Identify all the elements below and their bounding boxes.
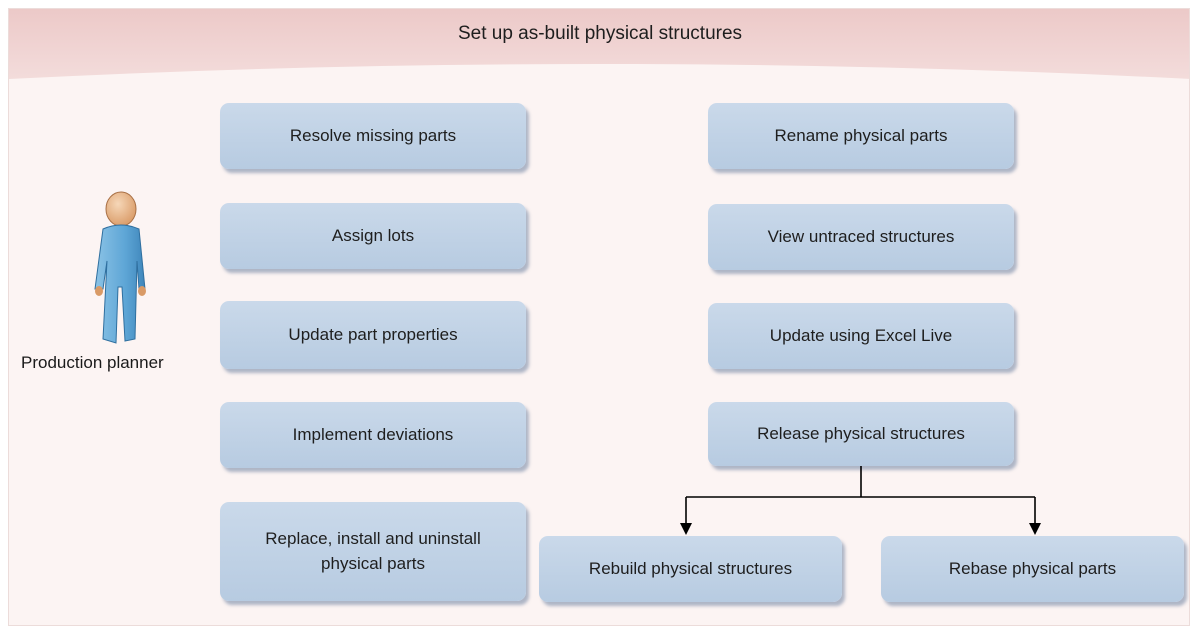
task-label: Rename physical parts: [774, 125, 948, 145]
task-label: Resolve missing parts: [289, 125, 457, 145]
branch-connectors: [680, 466, 1041, 535]
task-update-using-excel-live[interactable]: Update using Excel Live: [708, 303, 1014, 369]
task-label: Assign lots: [331, 225, 415, 245]
task-label: Update using Excel Live: [769, 325, 953, 345]
task-implement-deviations[interactable]: Implement deviations: [220, 402, 526, 468]
task-label: Release physical structures: [757, 423, 965, 443]
task-resolve-missing-parts[interactable]: Resolve missing parts: [220, 103, 526, 169]
diagram-title: Set up as-built physical structures: [457, 23, 743, 44]
task-rename-physical-parts[interactable]: Rename physical parts: [708, 103, 1014, 169]
task-view-untraced-structures[interactable]: View untraced structures: [708, 204, 1014, 270]
task-label: Update part properties: [288, 324, 458, 344]
task-rebase-physical-parts[interactable]: Rebase physical parts: [881, 536, 1184, 602]
actor-label: Production planner: [21, 353, 164, 372]
diagram-frame: Set up as-built physical structures Prod…: [8, 8, 1190, 626]
task-label: Rebase physical parts: [948, 558, 1117, 578]
task-update-part-properties[interactable]: Update part properties: [220, 301, 526, 369]
task-rebuild-physical-structures[interactable]: Rebuild physical structures: [539, 536, 842, 602]
person-icon: [85, 189, 155, 349]
task-release-physical-structures[interactable]: Release physical structures: [708, 402, 1014, 466]
task-replace-install-uninstall[interactable]: Replace, install and uninstall physical …: [220, 502, 526, 601]
task-label: Implement deviations: [292, 424, 454, 444]
task-label: View untraced structures: [767, 226, 955, 246]
task-assign-lots[interactable]: Assign lots: [220, 203, 526, 269]
task-label: Rebuild physical structures: [588, 558, 793, 578]
title-banner: Set up as-built physical structures: [9, 9, 1189, 105]
task-label: Replace, install and uninstall physical …: [265, 528, 481, 573]
